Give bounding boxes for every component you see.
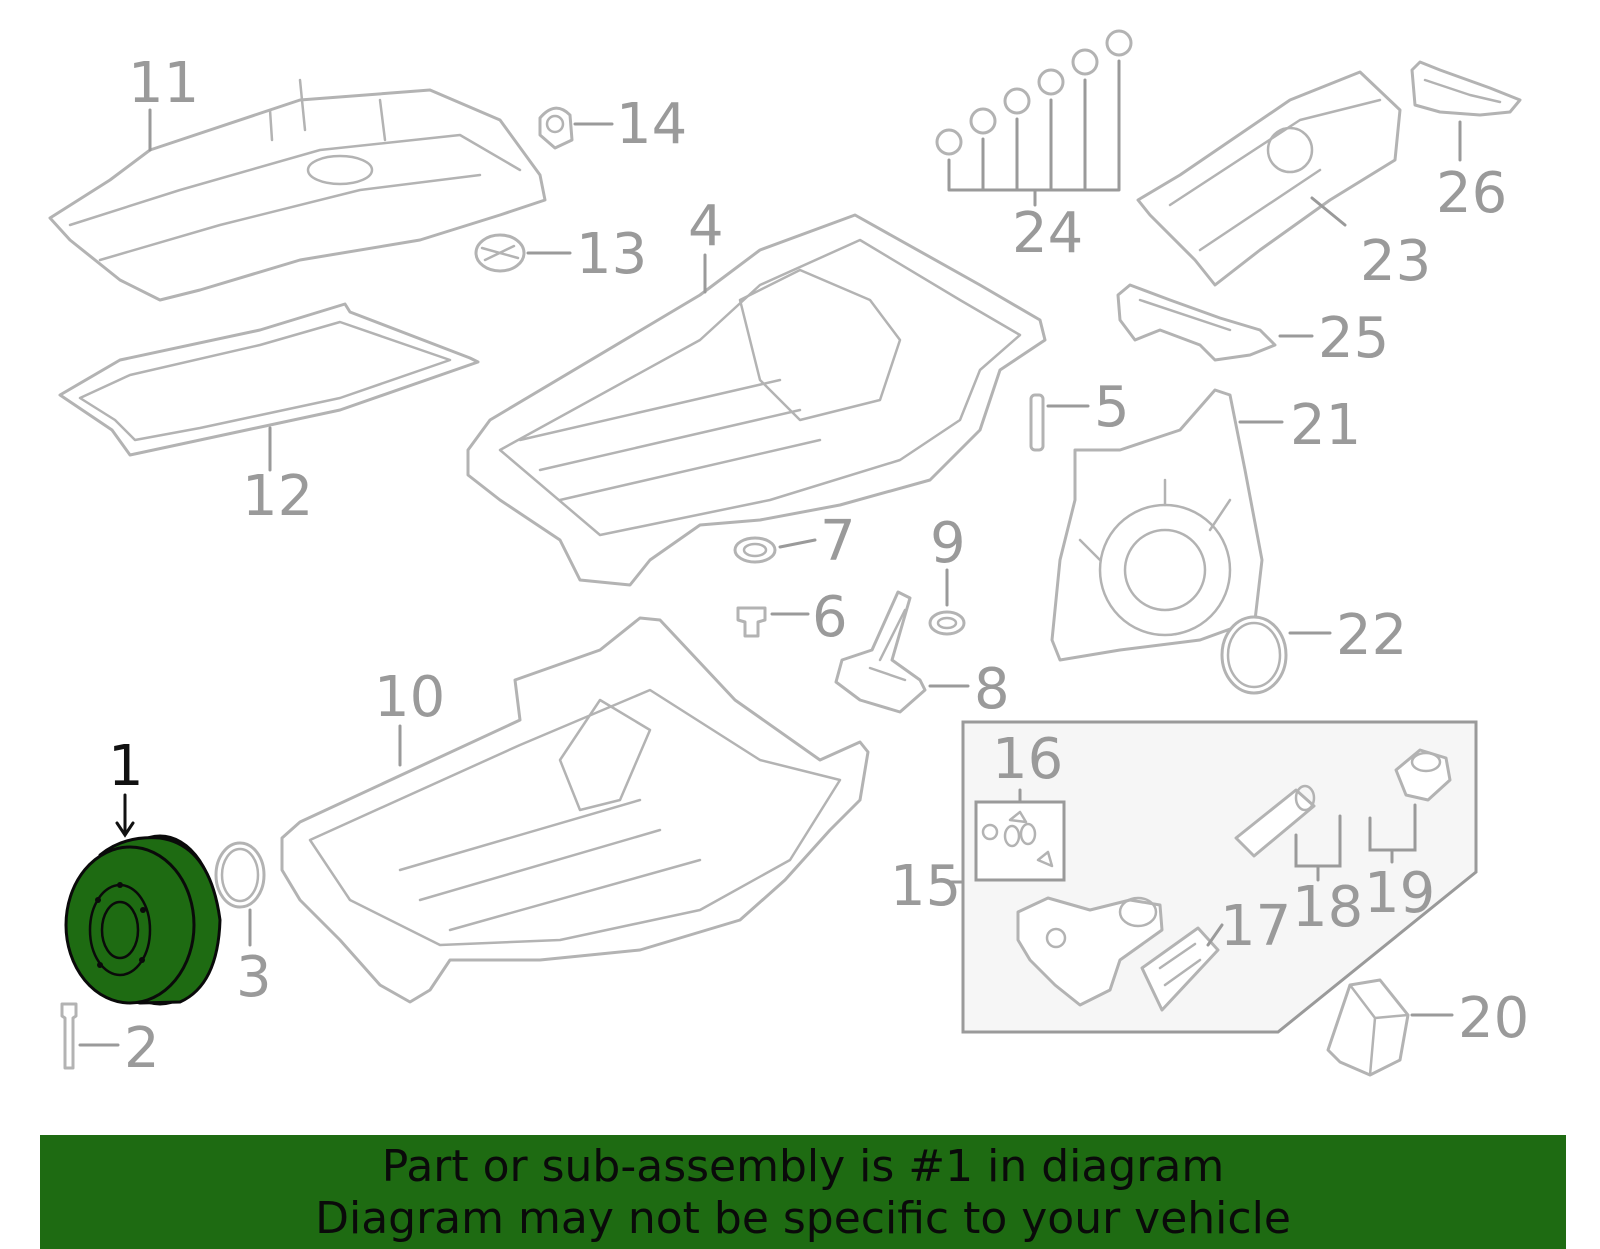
leader-1: [115, 793, 135, 838]
lower-oil-pan-part: [280, 616, 870, 1004]
callout-8: 8: [974, 657, 1010, 722]
timing-cover-part: [1136, 70, 1402, 287]
bracket-25-part: [1116, 283, 1277, 362]
callout-21: 21: [1290, 393, 1361, 458]
callout-19: 19: [1364, 861, 1435, 926]
o-ring-set-part: [935, 29, 1133, 156]
callout-25: 25: [1318, 306, 1389, 371]
callout-3: 3: [236, 945, 272, 1010]
callout-20: 20: [1458, 986, 1529, 1051]
leader-24: [947, 59, 1121, 207]
callout-22: 22: [1336, 603, 1407, 668]
pin-part: [1029, 393, 1045, 452]
callout-9: 9: [930, 511, 966, 576]
callout-16: 16: [992, 727, 1063, 792]
valve-cover-part: [48, 78, 547, 302]
callout-12: 12: [242, 464, 313, 529]
housing-gasket-part: [1140, 926, 1220, 1012]
callout-6: 6: [812, 585, 848, 650]
callout-14: 14: [616, 92, 687, 157]
callout-11: 11: [128, 51, 199, 116]
sensor-part: [538, 106, 574, 150]
callout-17: 17: [1220, 894, 1291, 959]
bracket-26-part: [1410, 60, 1522, 117]
callout-5: 5: [1094, 375, 1130, 440]
valve-cover-gasket-part: [58, 302, 480, 457]
washer-7-part: [733, 536, 777, 564]
oil-cap-part: [474, 233, 526, 273]
callout-13: 13: [576, 222, 647, 287]
front-cover-part: [1050, 388, 1264, 662]
banner-line-disclaimer: Diagram may not be specific to your vehi…: [315, 1193, 1291, 1244]
callout-23: 23: [1360, 229, 1431, 294]
seal-20-part: [1326, 978, 1410, 1077]
oil-level-sensor-part: [834, 590, 927, 714]
bolt-part: [60, 1002, 78, 1070]
gasket-set-part: [974, 800, 1066, 882]
leader-18: [1294, 814, 1342, 882]
callout-2: 2: [124, 1016, 160, 1081]
callout-26: 26: [1436, 161, 1507, 226]
oil-filter-housing-part: [1016, 896, 1164, 1007]
upper-oil-pan-part: [466, 213, 1047, 587]
callout-1: 1: [108, 734, 144, 799]
oil-filter-element-part: [1234, 784, 1316, 858]
o-ring-3-part: [214, 841, 266, 909]
banner-line-part-number: Part or sub-assembly is #1 in diagram: [381, 1141, 1225, 1192]
callout-24: 24: [1012, 201, 1083, 266]
leader-7: [778, 538, 817, 549]
seal-9-part: [928, 610, 966, 636]
callout-18: 18: [1292, 875, 1363, 940]
leader-23: [1310, 196, 1347, 227]
callout-10: 10: [374, 665, 445, 730]
seal-ring-22-part: [1220, 615, 1288, 695]
oil-filter-cap-part: [1394, 748, 1452, 802]
leader-17: [1206, 923, 1224, 947]
callout-15: 15: [890, 854, 961, 919]
drain-plug-part: [736, 606, 767, 638]
callout-7: 7: [820, 509, 856, 574]
parts-diagram: 11 14 13 12 4 24: [48, 29, 1529, 1081]
vibration-damper-part[interactable]: [64, 834, 222, 1006]
leader-19: [1368, 803, 1417, 864]
callout-4: 4: [688, 194, 724, 259]
info-banner: Part or sub-assembly is #1 in diagram Di…: [40, 1135, 1566, 1249]
